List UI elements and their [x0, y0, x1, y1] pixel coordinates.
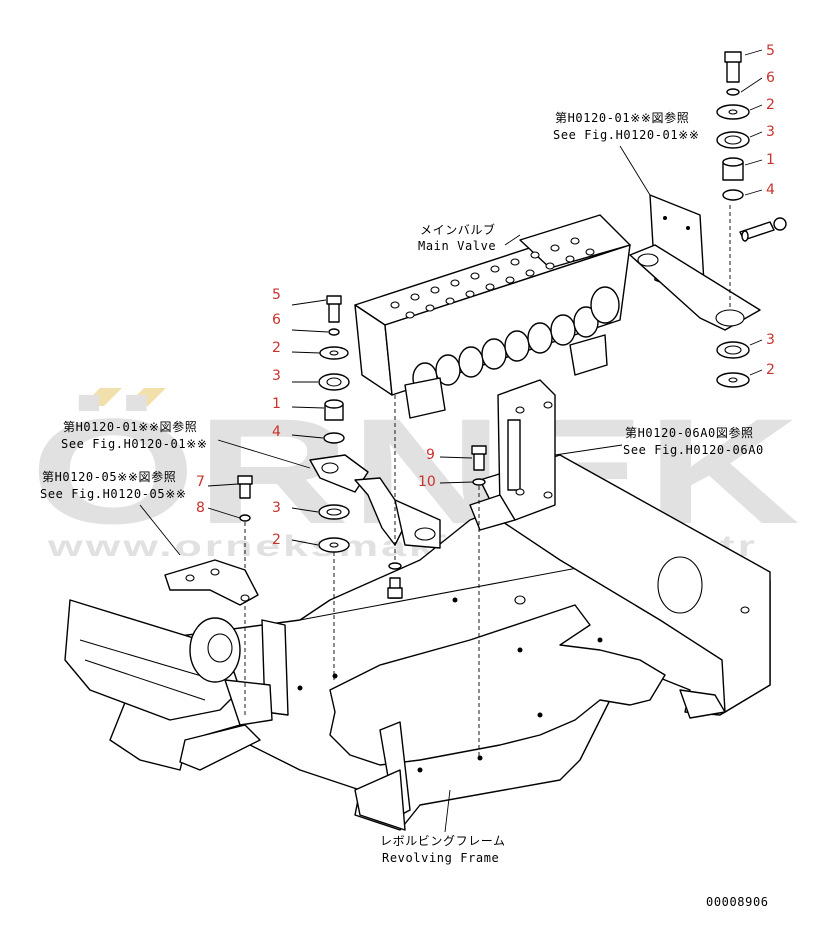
callout-right-2b: 2	[766, 362, 775, 378]
callouts-right: 5 6 2 3 1 4 3 2	[766, 43, 775, 378]
ref-left-lower-jp: 第H0120-05※※図参照	[42, 469, 176, 484]
frame-upright-b	[224, 679, 273, 726]
main-valve-jp: メインバルブ	[420, 222, 496, 237]
revolving-frame-jp: レボルビングフレーム	[380, 834, 506, 848]
watermark-accent-right	[126, 388, 166, 406]
reference-left-upper: 第H0120-01※※図参照 See Fig.H0120-01※※	[61, 419, 208, 451]
callout-lower-3: 3	[272, 500, 281, 516]
valve-label: メインバルブ Main Valve	[418, 222, 496, 253]
main-valve-en: Main Valve	[418, 239, 496, 253]
callout-right-1: 1	[766, 152, 775, 168]
frame-foot-plate	[179, 724, 261, 771]
watermark-accent-left	[82, 388, 122, 406]
ref-left-lower-en: See Fig.H0120-05※※	[40, 487, 187, 501]
reference-left-lower: 第H0120-05※※図参照 See Fig.H0120-05※※	[40, 469, 187, 501]
callout-right-5: 5	[766, 43, 775, 59]
ref-top-right-en: See Fig.H0120-01※※	[553, 128, 700, 142]
frame-label: レボルビングフレーム Revolving Frame	[380, 834, 506, 865]
revolving-frame	[64, 454, 771, 831]
callout-right-4: 4	[766, 182, 775, 198]
callout-lower-2: 2	[272, 532, 281, 548]
callout-10: 10	[418, 474, 436, 490]
callouts-bracket-bolt: 9 10	[418, 447, 436, 490]
side-bracket	[469, 379, 556, 760]
callout-left-5: 5	[272, 287, 281, 303]
callout-right-3b: 3	[766, 332, 775, 348]
ref-left-upper-jp: 第H0120-01※※図参照	[63, 419, 197, 434]
valve-bracket-right	[629, 194, 787, 331]
callout-right-6: 6	[766, 70, 775, 86]
ref-left-upper-en: See Fig.H0120-01※※	[61, 437, 208, 451]
hardware-stack-right	[716, 51, 750, 388]
callout-left-4: 4	[272, 424, 281, 440]
callout-7: 7	[196, 474, 205, 490]
frame-side-plate	[479, 454, 771, 713]
callout-right-3: 3	[766, 124, 775, 140]
frame-cutout	[329, 604, 666, 766]
drawing-number: 00008906	[706, 895, 769, 909]
callouts-lower: 7 8 3 2	[196, 474, 281, 548]
ref-top-right-jp: 第H0120-01※※図参照	[555, 110, 689, 125]
revolving-frame-en: Revolving Frame	[382, 851, 499, 865]
reference-right-mid: 第H0120-06A0図参照 See Fig.H0120-06A0	[623, 425, 764, 457]
callout-left-2: 2	[272, 340, 281, 356]
ref-right-mid-en: See Fig.H0120-06A0	[623, 443, 764, 457]
valve-bracket-left	[309, 395, 441, 599]
valve-ports	[390, 237, 595, 319]
leader-lines	[139, 49, 763, 833]
frame-hole-large	[657, 556, 703, 614]
callout-left-6: 6	[272, 312, 281, 328]
main-valve	[354, 214, 631, 419]
callout-right-2: 2	[766, 97, 775, 113]
callout-9: 9	[426, 447, 435, 463]
callouts-left: 5 6 2 3 1 4	[272, 287, 281, 440]
callout-left-3: 3	[272, 368, 281, 384]
ref-right-mid-jp: 第H0120-06A0図参照	[625, 425, 754, 440]
reference-top-right: 第H0120-01※※図参照 See Fig.H0120-01※※	[553, 110, 700, 142]
callout-left-1: 1	[272, 396, 281, 412]
callout-8: 8	[196, 500, 205, 516]
hardware-stack-lower	[164, 475, 350, 715]
